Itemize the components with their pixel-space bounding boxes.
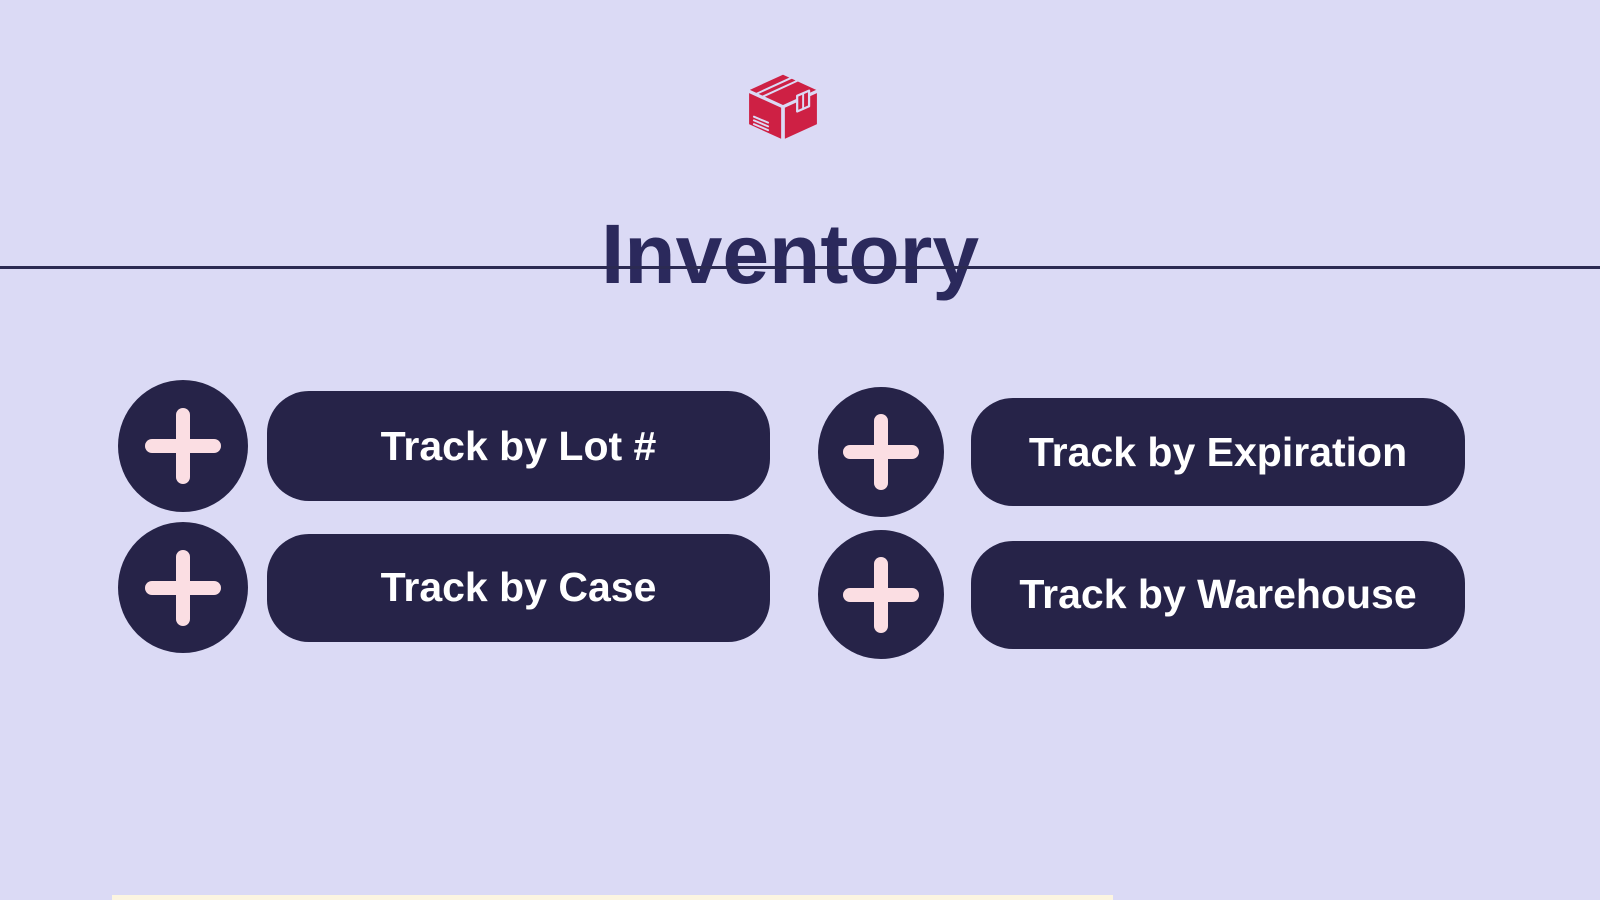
bottom-strip xyxy=(112,895,1113,900)
plus-icon xyxy=(843,414,919,490)
plus-icon xyxy=(843,556,919,633)
pill-label: Track by Case xyxy=(380,564,657,610)
track-by-warehouse-button[interactable]: Track by Warehouse xyxy=(971,540,1465,649)
header-divider xyxy=(0,266,1600,269)
track-by-expiration-button[interactable]: Track by Expiration xyxy=(971,398,1465,506)
track-by-lot-button[interactable]: Track by Lot # xyxy=(267,391,770,501)
plus-icon xyxy=(145,408,221,484)
pill-label: Track by Lot # xyxy=(380,422,657,469)
pill-label: Track by Expiration xyxy=(1028,428,1408,475)
add-case-button[interactable] xyxy=(118,522,248,653)
row-track-by-warehouse: Track by Warehouse xyxy=(818,530,1465,659)
add-warehouse-button[interactable] xyxy=(818,530,944,659)
row-track-by-case: Track by Case xyxy=(118,522,770,653)
page-title: Inventory xyxy=(600,207,980,302)
add-lot-button[interactable] xyxy=(118,380,248,512)
plus-icon xyxy=(145,549,221,626)
row-track-by-lot: Track by Lot # xyxy=(118,380,770,512)
row-track-by-expiration: Track by Expiration xyxy=(818,387,1465,517)
track-by-case-button[interactable]: Track by Case xyxy=(267,533,770,642)
pill-label: Track by Warehouse xyxy=(1019,571,1417,617)
package-icon xyxy=(742,70,824,144)
add-expiration-button[interactable] xyxy=(818,387,944,517)
